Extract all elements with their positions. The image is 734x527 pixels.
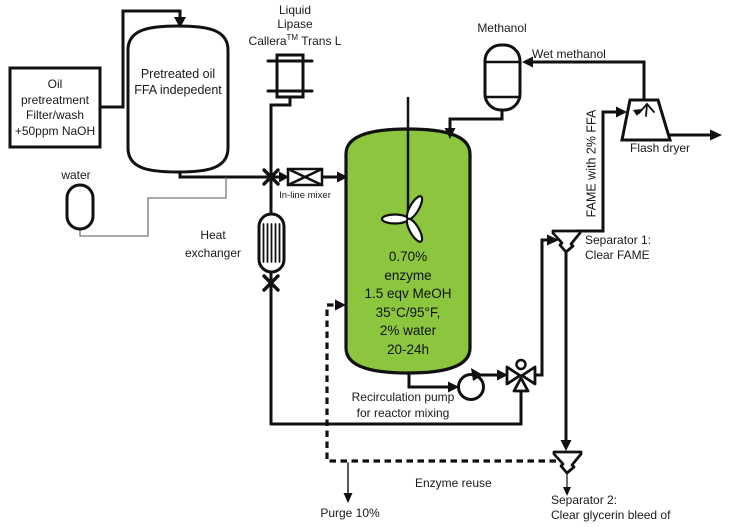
arrow-into-flash-dryer (616, 106, 627, 118)
arrow-purge (343, 493, 353, 503)
hx-line2: exchanger (184, 246, 242, 260)
agitator-icon (380, 96, 424, 243)
arrow-flash-dryer-product (710, 129, 722, 141)
lipase-dosing-vessel (266, 53, 314, 99)
wet-methanol-line (531, 60, 646, 102)
heat-exchanger-label: Heat exchanger (163, 226, 263, 262)
oil-box-line1: Oil (47, 77, 63, 91)
methanol-feed-line (448, 108, 504, 132)
inline-mixer-label: In-line mixer (279, 190, 331, 201)
methanol-label: Methanol (477, 21, 527, 35)
pretreated-oil-label: Pretreated oil FFA indepedent (128, 66, 228, 98)
reactor-conditions-label: 0.70% enzyme 1.5 eqv MeOH 35°C/95°F, 2% … (346, 248, 470, 359)
lipase-line1: Liquid (278, 3, 312, 17)
arrow-separator2-outlet (563, 487, 571, 496)
reactor-line1: 0.70% (388, 249, 428, 264)
hx-line1: Heat (200, 228, 226, 242)
heat-exchanger-icon (257, 212, 286, 274)
wet-methanol-label: Wet methanol (532, 47, 606, 61)
fame-line (575, 110, 619, 233)
separator1-label: Separator 1: Clear FAME (585, 233, 695, 263)
recirculation-return-line (269, 387, 523, 426)
oil-box-line2: pretreatment (20, 92, 90, 107)
flash-dryer-icon (620, 98, 673, 142)
arrow-into-pump (448, 381, 459, 393)
mixing-junction-x-icon (262, 168, 280, 186)
reactor-line2: enzyme (384, 267, 432, 283)
arrow-into-methanol-vessel (522, 56, 533, 68)
separator2-label: Separator 2: Clear glycerin bleed of (551, 493, 701, 522)
arrow-enzyme-reuse-into-reactor (335, 299, 346, 311)
water-line (79, 177, 227, 237)
arrow-into-reactor-left (337, 171, 348, 183)
oil-box-line4: +50ppm NaOH (14, 123, 96, 138)
arrow-into-inline-mixer (279, 171, 289, 183)
sep1-line1: Separator 1: (585, 233, 652, 247)
oil-pretreatment-label: Oil pretreatment Filter/wash +50ppm NaOH (10, 77, 100, 139)
purge-label: Purge 10% (320, 506, 380, 520)
arrow-methanol-into-reactor (444, 128, 456, 139)
enzyme-reuse-dashed-line (325, 303, 556, 463)
reactor-line6: 20-24h (386, 341, 430, 357)
arrow-into-valve (497, 369, 508, 381)
reactor-line3: 1.5 eqv MeOH (364, 286, 452, 301)
flow-arrowheads (174, 17, 722, 503)
recirc-line1: Recirculation pump (351, 390, 455, 404)
fame-stream-label: FAME with 2% FFA (584, 109, 599, 218)
heat-exchanger-valve-x-icon (262, 274, 280, 292)
pretreated-line2: FFA indepedent (134, 83, 222, 97)
three-way-valve-icon (505, 358, 537, 393)
lipase-label: Liquid Lipase CalleraTM Trans L (233, 3, 357, 48)
recirc-line2: for reactor mixing (356, 405, 450, 420)
water-label: water (61, 168, 91, 182)
reactor-line5: 2% water (379, 323, 437, 338)
sep1-line2: Clear FAME (585, 248, 650, 262)
oil-pretreatment-box (8, 66, 102, 149)
reactor-line4: 35°C/95°F, (375, 304, 441, 320)
separator2-icon (552, 450, 583, 475)
sep2-line1: Separator 2: (551, 493, 618, 507)
arrow-into-pretreated-vessel (174, 17, 186, 28)
lipase-line3: CalleraTM Trans L (248, 33, 342, 48)
lipase-line2: Lipase (277, 17, 313, 31)
pretreated-oil-vessel (126, 24, 230, 174)
enzyme-reuse-label: Enzyme reuse (415, 476, 492, 490)
recirculation-pump-label: Recirculation pump for reactor mixing (326, 390, 480, 421)
methanol-vessel (483, 43, 522, 112)
spray-nozzle-icon (633, 103, 655, 117)
water-vessel (65, 183, 95, 231)
reactor-vessel (344, 127, 472, 375)
arrow-into-separator1 (547, 234, 559, 246)
flash-dryer-label: Flash dryer (629, 141, 691, 155)
pretreated-line1: Pretreated oil (140, 67, 216, 81)
arrow-into-separator2 (560, 440, 572, 451)
valve-to-separator1-line (532, 238, 550, 377)
separator1-icon (551, 229, 582, 254)
oil-box-line3: Filter/wash (25, 108, 84, 122)
sep2-line2: Clear glycerin bleed of (551, 507, 671, 522)
inline-mixer-icon (286, 167, 324, 187)
oil-feed-line (98, 9, 182, 109)
